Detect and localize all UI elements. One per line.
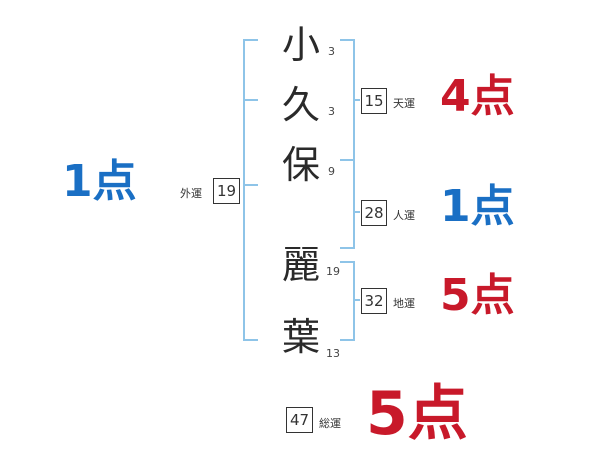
souun-value-box: 47 [286, 407, 313, 433]
tenun-bracket [340, 39, 355, 161]
stroke-count-4: 19 [326, 265, 340, 278]
tenun-score: 4点 [440, 71, 515, 122]
name-char-1: 小 [282, 23, 321, 67]
gaiun-label: 外運 [180, 187, 202, 200]
gaiun-score: 1点 [62, 156, 137, 207]
chiun-bracket [340, 261, 355, 341]
stroke-count-2: 3 [328, 105, 335, 118]
jinun-bracket [340, 159, 355, 249]
souun-score: 5点 [366, 379, 468, 449]
chiun-score: 5点 [440, 270, 515, 321]
stroke-count-3: 9 [328, 165, 335, 178]
outer-bracket [243, 39, 258, 341]
name-char-4: 麗 [282, 243, 321, 287]
name-char-5: 葉 [282, 315, 321, 359]
souun-label: 総運 [319, 417, 341, 430]
name-char-2: 久 [282, 83, 321, 127]
stroke-count-1: 3 [328, 45, 335, 58]
stroke-count-5: 13 [326, 347, 340, 360]
tenun-label: 天運 [393, 97, 415, 110]
name-char-3: 保 [282, 143, 321, 187]
jinun-label: 人運 [393, 209, 415, 222]
jinun-score: 1点 [440, 181, 515, 232]
tenun-value-box: 15 [361, 88, 387, 114]
gaiun-value-box: 19 [213, 178, 240, 204]
chiun-value-box: 32 [361, 288, 387, 314]
chiun-label: 地運 [393, 297, 415, 310]
jinun-value-box: 28 [361, 200, 387, 226]
